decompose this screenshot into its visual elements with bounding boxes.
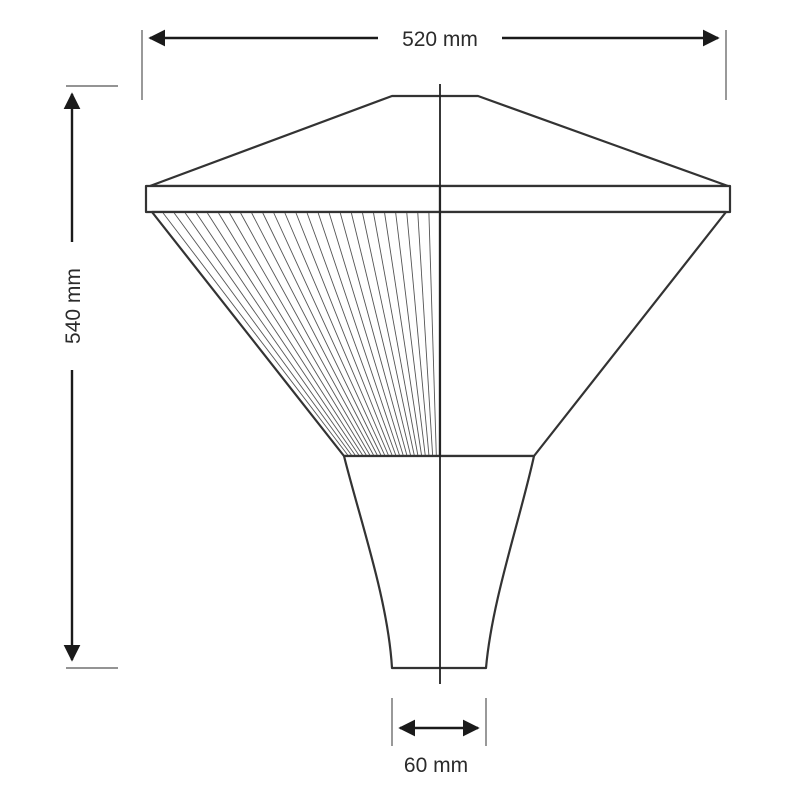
diffuser-rib [328,212,404,456]
diffuser-rib [395,212,426,456]
diffuser-rib [195,212,360,456]
diffuser-cone-right [438,210,728,458]
height-dimension: 540 mm [62,85,118,669]
diffuser-rib [339,212,408,456]
lamp-rim-right [438,184,732,214]
neck-label: 60 mm [404,754,468,777]
lamp-roof [148,94,730,188]
height-label: 540 mm [62,268,85,344]
width-label: 520 mm [402,28,478,51]
diffuser-rib [273,212,386,456]
diffuser-ribs [162,212,437,456]
diffuser-rib [229,212,371,456]
diffuser-rib [262,212,382,456]
diffuser-rib [207,212,363,456]
diffuser-rib [428,212,437,456]
lamp-rim [144,184,442,214]
diffuser-rib [384,212,422,456]
diffuser-rib [417,212,434,456]
diffuser-rib [362,212,415,456]
diffuser-rib [218,212,367,456]
diffuser-rib [162,212,349,456]
diffuser-rib [295,212,393,456]
width-dimension: 520 mm [141,28,727,100]
diffuser-rib [373,212,419,456]
diffuser-rib [173,212,352,456]
diffuser-rib [350,212,411,456]
diffuser-rib [306,212,397,456]
lamp-neck [342,454,536,670]
diffuser-rib [240,212,374,456]
diffuser-rib [284,212,389,456]
diffuser-rib [406,212,430,456]
diffuser-rib [184,212,356,456]
diffuser-rib [251,212,378,456]
diffuser-rib [317,212,400,456]
lamp-body [144,84,732,684]
neck-dimension: 60 mm [391,698,487,777]
